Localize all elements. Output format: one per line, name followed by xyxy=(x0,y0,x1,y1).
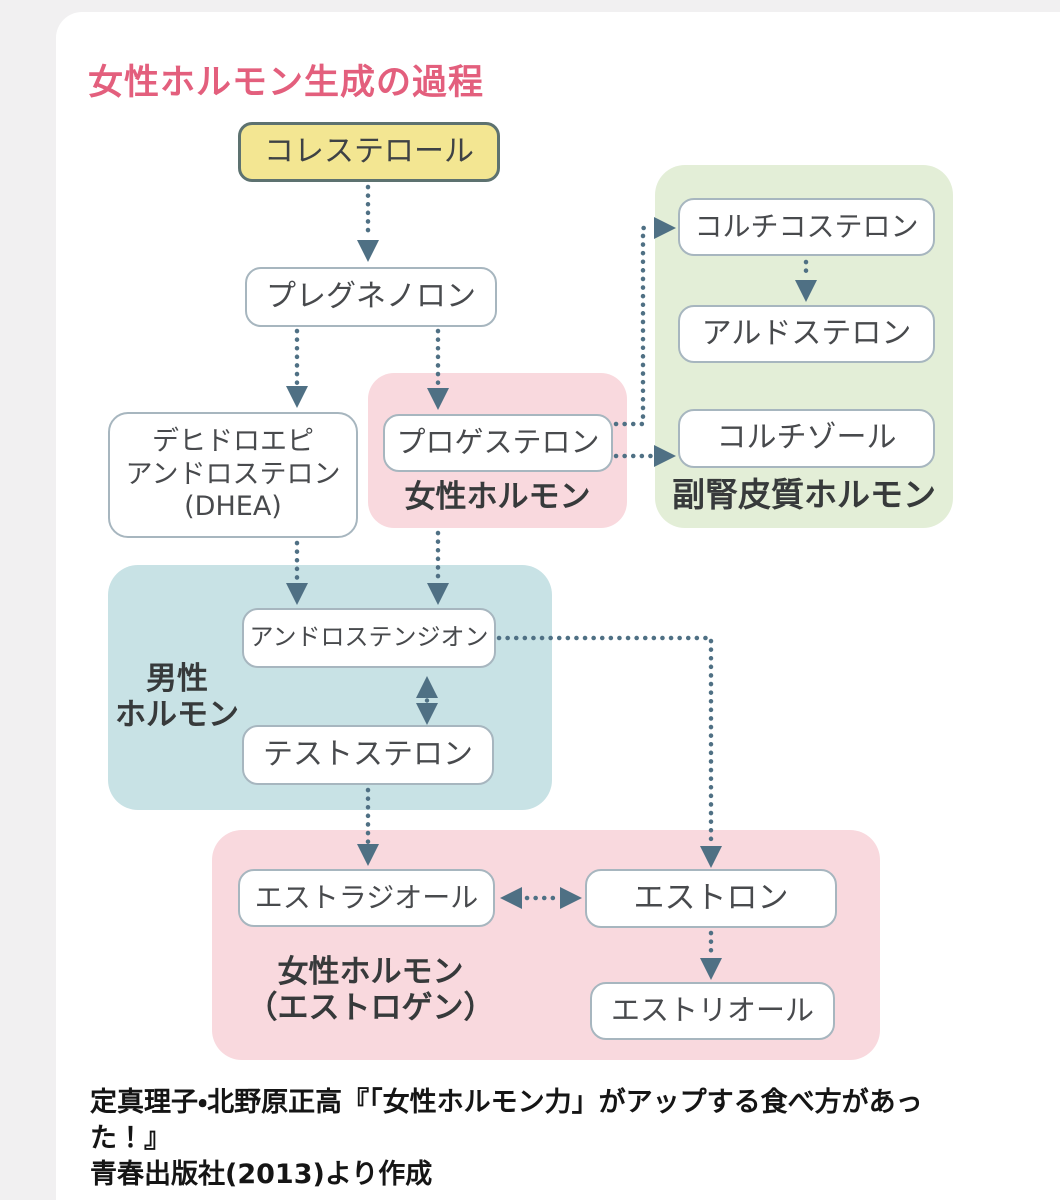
pregnenolone-node: プレグネノロン xyxy=(245,267,497,327)
arrow-head xyxy=(286,386,308,408)
female-hormone-lower-label-line2: （エストロゲン） xyxy=(246,989,495,1026)
androstenedione-node: アンドロステンジオン xyxy=(242,608,496,668)
estrone-node: エストロン xyxy=(585,869,837,928)
corticosterone-node: コルチコステロン xyxy=(678,198,935,256)
diagram-title: 女性ホルモン生成の過程 xyxy=(88,63,485,103)
cholesterol-node: コレステロール xyxy=(238,122,500,182)
male-hormone-label-line1: 男性 xyxy=(146,661,208,697)
arrow-head xyxy=(357,240,379,262)
female-hormone-lower-label-line1: 女性ホルモン xyxy=(277,954,464,990)
dhea-line2: アンドロステロン xyxy=(125,458,341,490)
source-caption: 定真理子・北野原正高『「女性ホルモン力」がアップする食べ方があった！』 青春出版… xyxy=(90,1085,990,1193)
adrenal-cortex-label: 副腎皮質ホルモン xyxy=(672,475,936,514)
female-hormone-upper-label: 女性ホルモン xyxy=(404,479,591,515)
male-hormone-label-line2: ホルモン xyxy=(115,696,239,733)
male-hormone-label: 男性 ホルモン xyxy=(106,661,248,734)
testosterone-node: テストステロン xyxy=(242,725,494,785)
dhea-line1: デヒドロエピ xyxy=(152,425,314,457)
dhea-line3: (DHEA) xyxy=(184,491,282,523)
aldosterone-node: アルドステロン xyxy=(678,305,935,363)
arrow-pregnenolone-to-dhea xyxy=(286,328,308,408)
source-caption-line2: 青春出版社(2013)より作成 xyxy=(90,1158,433,1190)
dhea-node: デヒドロエピ アンドロステロン (DHEA) xyxy=(108,412,358,538)
source-caption-line1: 定真理子・北野原正高『「女性ホルモン力」がアップする食べ方があった！』 xyxy=(90,1087,923,1154)
estradiol-node: エストラジオール xyxy=(238,869,495,927)
female-hormone-lower-label: 女性ホルモン （エストロゲン） xyxy=(238,954,503,1027)
arrow-cholesterol-to-pregnenolone xyxy=(357,184,379,262)
progesterone-node: プロゲステロン xyxy=(383,414,613,472)
cortisol-node: コルチゾール xyxy=(678,409,935,468)
estriol-node: エストリオール xyxy=(590,982,835,1040)
